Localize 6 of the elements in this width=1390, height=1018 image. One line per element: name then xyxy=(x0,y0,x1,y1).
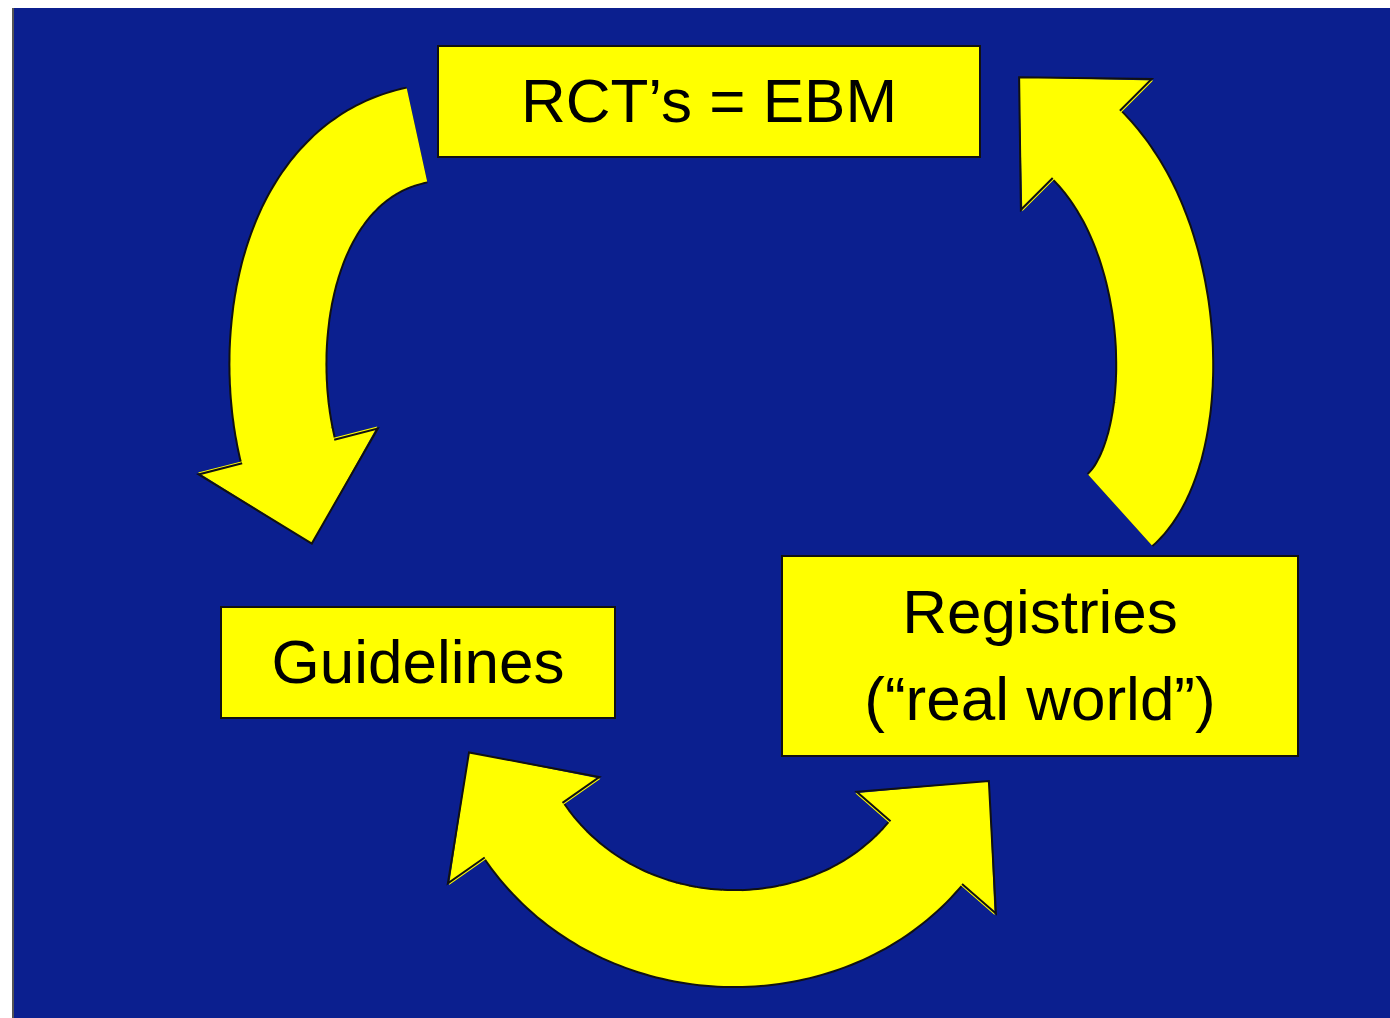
label-box xyxy=(437,45,981,158)
label-box xyxy=(781,555,1299,757)
box-text: Guidelines xyxy=(270,626,566,699)
box-text: RCT’s = EBM xyxy=(519,65,899,138)
label-box xyxy=(220,606,616,719)
box-text: Registries (“real world”) xyxy=(863,576,1217,735)
